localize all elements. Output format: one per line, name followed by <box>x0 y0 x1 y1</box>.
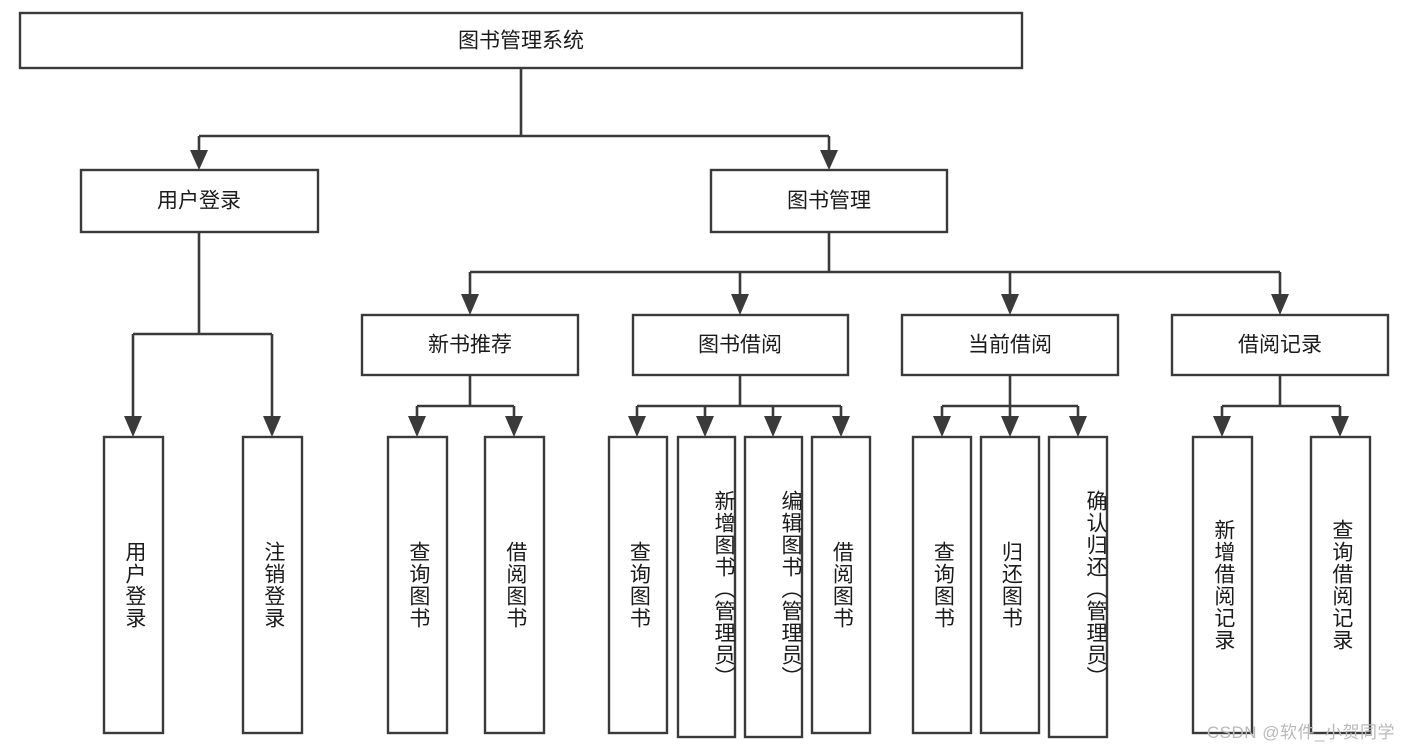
watermark-text: CSDN @软件_小贺同学 <box>1206 723 1395 742</box>
node-current-borrow-label: 当前借阅 <box>968 334 1052 357</box>
connector-root-to-level2 <box>190 68 838 170</box>
arrow-head-icon <box>696 416 714 437</box>
connector-bookmanage-to-level3 <box>461 232 1289 315</box>
node-leaf-query-book-1-box[interactable] <box>386 435 449 735</box>
node-root-label: 图书管理系统 <box>458 30 584 53</box>
node-leaf-return-book-box[interactable] <box>979 435 1041 735</box>
node-leaf-query-book-2-box[interactable] <box>607 435 669 735</box>
arrow-head-icon <box>933 416 951 437</box>
node-user-login[interactable]: 用户登录 <box>79 168 320 234</box>
node-book-borrow-label: 图书借阅 <box>698 334 782 357</box>
node-root[interactable]: 图书管理系统 <box>18 11 1024 70</box>
arrow-head-icon <box>124 416 142 437</box>
arrow-head-icon <box>505 416 523 437</box>
node-borrow-record-label: 借阅记录 <box>1238 334 1322 357</box>
arrow-head-icon <box>1213 416 1231 437</box>
node-leaf-add-book-box[interactable] <box>676 435 737 739</box>
connector-borrowrecord-to-leaves <box>1213 375 1349 437</box>
node-new-book-rec-label: 新书推荐 <box>428 334 512 357</box>
arrow-head-icon <box>1069 416 1087 437</box>
connector-currentborrow-to-leaves <box>933 375 1087 437</box>
node-book-borrow[interactable]: 图书借阅 <box>631 313 850 377</box>
node-borrow-record-box[interactable] <box>1170 313 1390 377</box>
node-leaf-edit-book-box[interactable] <box>743 435 804 739</box>
arrow-head-icon <box>764 416 782 437</box>
arrow-head-icon <box>832 416 850 437</box>
node-current-borrow[interactable]: 当前借阅 <box>900 313 1120 377</box>
node-book-borrow-box[interactable] <box>631 313 850 377</box>
node-leaf-query-book-3-box[interactable] <box>911 435 973 735</box>
node-leaf-confirm-return-box[interactable] <box>1047 435 1109 739</box>
node-root-box[interactable] <box>18 11 1024 70</box>
node-borrow-record[interactable]: 借阅记录 <box>1170 313 1390 377</box>
node-leaf-borrow-book-2-box[interactable] <box>810 435 872 735</box>
arrow-head-icon <box>1331 416 1349 437</box>
node-user-login-label: 用户登录 <box>157 190 241 213</box>
node-user-login-box[interactable] <box>79 168 320 234</box>
node-book-manage-label: 图书管理 <box>787 190 871 213</box>
arrow-head-icon <box>408 416 426 437</box>
arrow-head-icon <box>731 294 749 315</box>
arrow-head-icon <box>263 416 281 437</box>
connector-userlogin-to-leaves <box>124 232 281 437</box>
arrow-head-icon <box>1001 294 1019 315</box>
node-book-manage-box[interactable] <box>709 168 949 234</box>
arrow-head-icon <box>1271 294 1289 315</box>
node-leaf-borrow-book-1-box[interactable] <box>483 435 546 735</box>
arrow-head-icon <box>628 416 646 437</box>
arrow-head-icon <box>820 150 838 170</box>
arrow-head-icon <box>190 150 208 170</box>
node-leaf-query-record-box[interactable] <box>1309 435 1372 735</box>
node-leaf-logout-login-box[interactable] <box>241 435 304 735</box>
node-new-book-rec[interactable]: 新书推荐 <box>360 313 580 377</box>
node-new-book-rec-box[interactable] <box>360 313 580 377</box>
node-leaf-add-record-box[interactable] <box>1191 435 1254 735</box>
node-book-manage[interactable]: 图书管理 <box>709 168 949 234</box>
connector-bookborrow-to-leaves <box>628 375 850 437</box>
connector-newbook-to-leaves <box>408 375 523 437</box>
arrow-head-icon <box>461 294 479 315</box>
node-current-borrow-box[interactable] <box>900 313 1120 377</box>
node-leaf-user-login-box[interactable] <box>102 435 165 735</box>
arrow-head-icon <box>1001 416 1019 437</box>
